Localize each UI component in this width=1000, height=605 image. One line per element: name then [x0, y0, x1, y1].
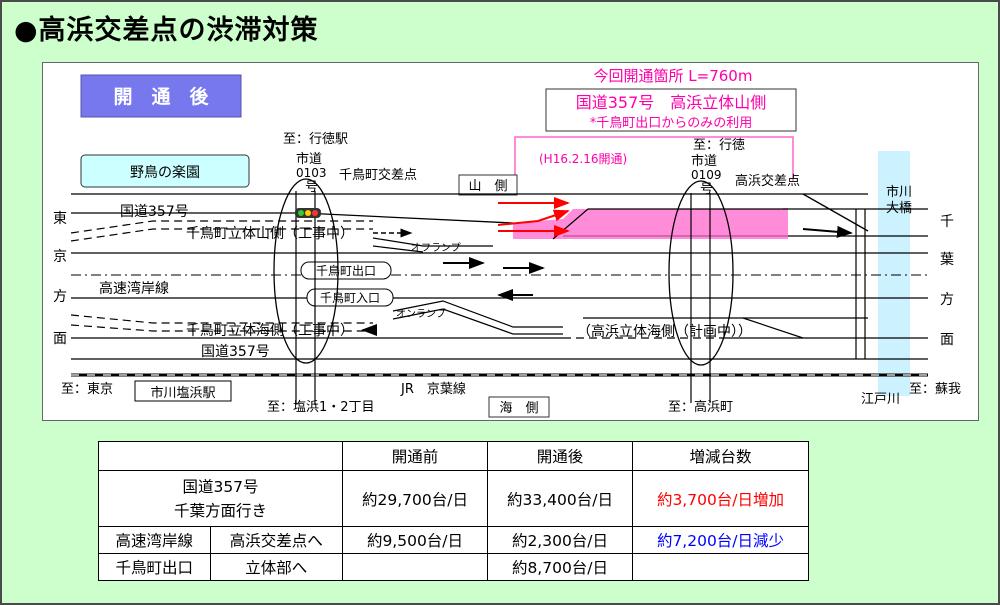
table-row: 高速湾岸線 高浜交差点へ 約9,500台/日 約2,300台/日 約7,200台…: [98, 526, 809, 554]
new-section-bracket: [514, 136, 794, 195]
table-cell-increase: 約3,700台/日増加: [632, 470, 809, 527]
road-0103-label-b: 0103: [296, 166, 327, 180]
ramp-lines: [372, 208, 843, 339]
on-ramp-label: オンランプ: [396, 308, 446, 320]
takahama-intersection-ellipse: [668, 180, 734, 366]
chiba-dir-char: 面: [940, 332, 954, 348]
new-section-date: (H16.2.16開通): [539, 152, 627, 166]
to-tokyo-label: 至：東京: [61, 381, 113, 397]
yama-side-label: 山 側: [468, 179, 507, 194]
to-soga-label: 至：蘇我: [909, 382, 961, 397]
traffic-arrows: [361, 225, 853, 336]
chiba-dir-char: 葉: [940, 252, 954, 268]
road-0103-label-a: 市道: [296, 151, 322, 167]
to-gyotoku-2-label: 至：行徳: [693, 138, 745, 153]
table-cell: 約33,400台/日: [487, 470, 633, 527]
route357-south-label: 国道357号: [201, 344, 270, 360]
badge-text: 開 通 後: [113, 85, 209, 108]
traffic-table: 開通前 開通後 増減台数 国道357号 千葉方面行き 約29,700台/日 約3…: [98, 441, 809, 581]
chidori-exit-box: [300, 261, 392, 280]
table-header: 増減台数: [632, 441, 809, 471]
road-0109-label-c: 号: [700, 182, 713, 197]
table-header-empty: [98, 441, 343, 471]
tokyo-dir-char: 方: [53, 289, 67, 305]
ichikawa-bridge-label-a: 市川: [886, 184, 912, 200]
page-title: ●高浜交差点の渋滞対策: [14, 15, 319, 46]
chidori-exit-label: 千鳥町出口: [316, 263, 376, 278]
cross-streets: [295, 191, 866, 405]
wangan-label: 高速湾岸線: [99, 280, 169, 297]
tokyo-dir-char: 京: [53, 249, 67, 265]
new-section-box: [545, 88, 797, 132]
ichikawa-bridge-band: [878, 151, 910, 396]
table-header: 開通後: [487, 441, 633, 471]
new-section-name: 国道357号 高浜立体山側: [576, 93, 767, 112]
table-cell-decrease: 約7,200台/日減少: [632, 526, 809, 554]
table-row-sublabel: 高浜交差点へ: [209, 526, 343, 554]
table-row: 千鳥町出口 立体部へ 約8,700台/日: [98, 553, 809, 581]
table-row-label: 国道357号 千葉方面行き: [98, 470, 343, 527]
new-section-heading: 今回開通箇所 L=760m: [594, 67, 753, 85]
road-0109-label-b: 0109: [691, 168, 722, 182]
table-cell: [342, 553, 488, 581]
takahama-umi-label: （高浜立体海側（計画中））: [577, 323, 752, 340]
chidori-intersection-ellipse: [273, 178, 339, 364]
table-header-row: 開通前 開通後 増減台数: [98, 441, 809, 471]
red-arrows: [497, 197, 570, 237]
tokyo-dir-char: 東: [53, 211, 67, 227]
status-badge: [80, 74, 242, 118]
new-section-overpass: [513, 209, 788, 239]
table-row-label: 高速湾岸線: [98, 526, 211, 554]
table-cell: 約2,300台/日: [487, 526, 633, 554]
shiohama-station-box: [134, 380, 232, 402]
chidori-umi-label: 千鳥町立体海側（工事中）: [186, 323, 354, 339]
route357-north-label: 国道357号: [120, 204, 189, 220]
umi-side-label: 海 側: [499, 401, 538, 416]
yama-side-box: [458, 174, 518, 196]
off-ramp-label: オフランプ: [411, 242, 461, 254]
table-header: 開通前: [342, 441, 488, 471]
park-label: 野鳥の楽園: [130, 165, 200, 181]
to-takahama-label: 至：高浜町: [668, 399, 733, 415]
chidori-yama-label: 千鳥町立体山側（工事中）: [186, 226, 354, 242]
new-section-note: *千鳥町出口からのみの利用: [590, 116, 753, 131]
table-row-sublabel: 立体部へ: [209, 553, 343, 581]
road-0109-label-a: 市道: [691, 153, 717, 169]
chidori-entrance-box: [306, 288, 394, 307]
to-gyotoku-label: 至：行徳駅: [283, 132, 348, 147]
edogawa-label: 江戸川: [861, 392, 900, 407]
shiohama-station-label: 市川塩浜駅: [150, 385, 215, 401]
to-shiohama-label: 至：塩浜1・2丁目: [267, 400, 375, 415]
table-cell: 約9,500台/日: [342, 526, 488, 554]
takahama-intersection-label: 高浜交差点: [735, 173, 800, 189]
umi-side-box: [488, 396, 550, 418]
chidori-intersection-label: 千鳥町交差点: [339, 167, 417, 183]
table-row: 国道357号 千葉方面行き 約29,700台/日 約33,400台/日 約3,7…: [98, 470, 809, 527]
tokyo-dir-char: 面: [53, 331, 67, 347]
table-cell: 約8,700台/日: [487, 553, 633, 581]
construction-ramps: [70, 220, 723, 339]
table-cell: [632, 553, 809, 581]
diagram-panel: 開 通 後 野鳥の楽園 今回開通箇所 L=760m 国道357号 高浜立体山側 …: [42, 62, 979, 421]
road-diagram: 開 通 後 野鳥の楽園 今回開通箇所 L=760m 国道357号 高浜立体山側 …: [53, 67, 961, 418]
park-box: [80, 154, 250, 188]
chiba-dir-char: 方: [940, 292, 954, 308]
chidori-entrance-label: 千鳥町入口: [320, 290, 380, 305]
table-row-label: 千鳥町出口: [98, 553, 211, 581]
table-cell: 約29,700台/日: [342, 470, 488, 527]
chiba-dir-char: 千: [940, 214, 954, 230]
jr-line-label: JR 京葉線: [400, 381, 466, 397]
road-0103-label-c: 号: [305, 180, 318, 195]
